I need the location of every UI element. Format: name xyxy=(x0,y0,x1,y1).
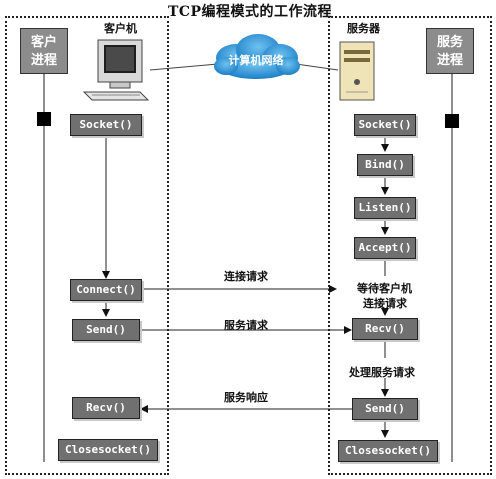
server-process-box: 服务 进程 xyxy=(426,28,474,74)
waiting-note-line2: 连接请求 xyxy=(363,297,407,310)
service-request-label: 服务请求 xyxy=(224,319,268,332)
client-recv-box: Recv() xyxy=(72,397,140,419)
client-lifeline-marker xyxy=(37,112,51,126)
server-closesocket-box: Closesocket() xyxy=(338,440,438,462)
client-frame xyxy=(5,16,169,475)
client-process-box: 客户 进程 xyxy=(20,28,68,74)
network-label: 计算机网络 xyxy=(228,54,284,67)
server-accept-box: Accept() xyxy=(354,237,416,259)
server-tower-icon xyxy=(339,41,375,101)
client-send-box: Send() xyxy=(72,319,140,341)
server-bind-box: Bind() xyxy=(357,154,413,176)
client-computer-icon xyxy=(82,39,150,101)
service-response-label: 服务响应 xyxy=(224,391,268,404)
server-recv-box: Recv() xyxy=(352,318,418,340)
connect-request-label: 连接请求 xyxy=(224,270,268,283)
server-send-box: Send() xyxy=(352,398,418,420)
client-socket-box: Socket() xyxy=(70,114,142,136)
client-device-label: 客户机 xyxy=(104,22,137,35)
diagram-title: TCP编程模式的工作流程 xyxy=(167,4,333,20)
client-network-link xyxy=(149,63,219,71)
network-cloud-icon xyxy=(214,34,300,79)
server-frame xyxy=(328,16,492,475)
waiting-note-line1: 等待客户机 xyxy=(357,282,412,295)
server-socket-box: Socket() xyxy=(354,114,416,136)
server-listen-box: Listen() xyxy=(354,197,416,219)
server-network-link xyxy=(295,63,339,71)
client-closesocket-box: Closesocket() xyxy=(58,439,158,461)
server-device-label: 服务器 xyxy=(347,22,380,35)
processing-note: 处理服务请求 xyxy=(349,366,415,379)
client-connect-box: Connect() xyxy=(70,279,142,301)
server-lifeline-marker xyxy=(445,114,459,128)
